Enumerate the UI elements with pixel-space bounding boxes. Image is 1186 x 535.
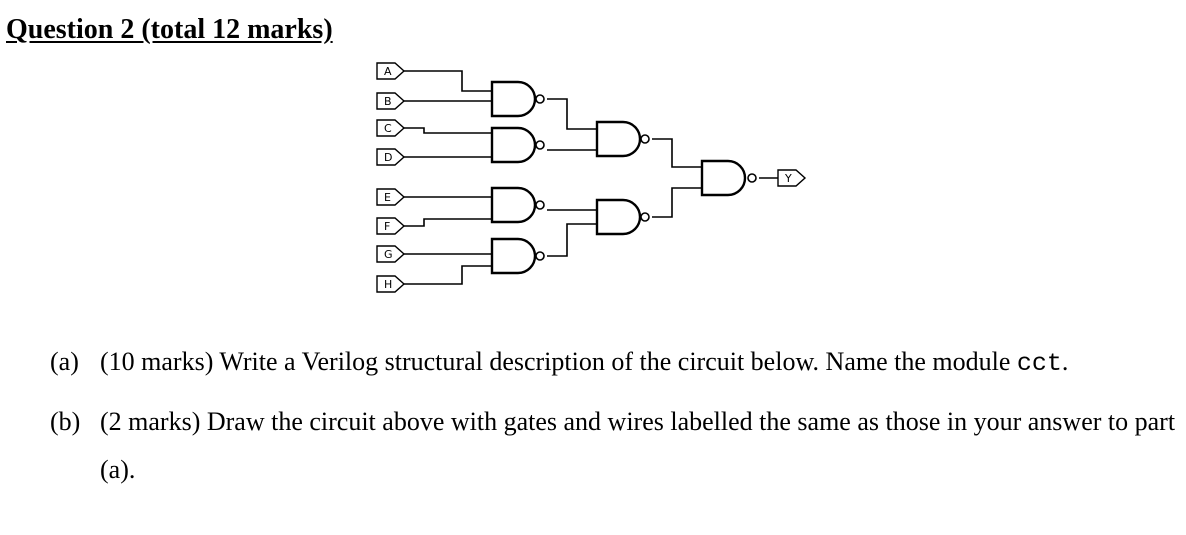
nand-gate-1 bbox=[490, 80, 545, 118]
nand-gate-6 bbox=[595, 198, 650, 236]
input-pin-f: F bbox=[376, 217, 406, 235]
module-name-code: cct bbox=[1016, 349, 1062, 378]
nand-gate-7 bbox=[700, 159, 757, 197]
part-a-text-before: (10 marks) Write a Verilog structural de… bbox=[100, 347, 1017, 376]
input-pin-f-label: F bbox=[384, 220, 390, 233]
nand-circuit-diagram: A B C D E F G H bbox=[376, 62, 807, 293]
part-b: (b) (2 marks) Draw the circuit above wit… bbox=[50, 398, 1180, 494]
input-pin-d: D bbox=[376, 148, 406, 166]
question-parts: (a) (10 marks) Write a Verilog structura… bbox=[50, 338, 1180, 504]
input-pin-h-label: H bbox=[384, 278, 392, 291]
input-pin-b-label: B bbox=[384, 95, 392, 108]
question-title: Question 2 (total 12 marks) bbox=[6, 14, 333, 45]
input-pin-e: E bbox=[376, 188, 406, 206]
input-pin-h: H bbox=[376, 275, 406, 293]
nand-gate-4 bbox=[490, 237, 545, 275]
input-pin-a-label: A bbox=[384, 65, 392, 78]
part-a-text: (10 marks) Write a Verilog structural de… bbox=[100, 338, 1180, 388]
wires bbox=[404, 70, 778, 285]
part-a-text-after: . bbox=[1061, 347, 1069, 376]
nand-gate-5 bbox=[595, 120, 650, 158]
input-pin-a: A bbox=[376, 62, 406, 80]
output-pin-y: Y bbox=[777, 169, 807, 187]
part-a-tag: (a) bbox=[50, 347, 79, 376]
part-b-tag: (b) bbox=[50, 407, 81, 436]
part-b-text: (2 marks) Draw the circuit above with ga… bbox=[100, 407, 1176, 484]
input-pin-c-label: C bbox=[384, 122, 392, 135]
input-pin-g: G bbox=[376, 245, 406, 263]
input-pin-b: B bbox=[376, 92, 406, 110]
input-pin-e-label: E bbox=[384, 191, 391, 204]
output-pin-y-label: Y bbox=[784, 172, 792, 185]
nand-gate-2 bbox=[490, 126, 545, 164]
nand-gate-3 bbox=[490, 186, 545, 224]
input-pin-d-label: D bbox=[384, 151, 392, 164]
part-a: (a) (10 marks) Write a Verilog structura… bbox=[50, 338, 1180, 388]
input-pin-g-label: G bbox=[384, 248, 393, 261]
input-pin-c: C bbox=[376, 119, 406, 137]
